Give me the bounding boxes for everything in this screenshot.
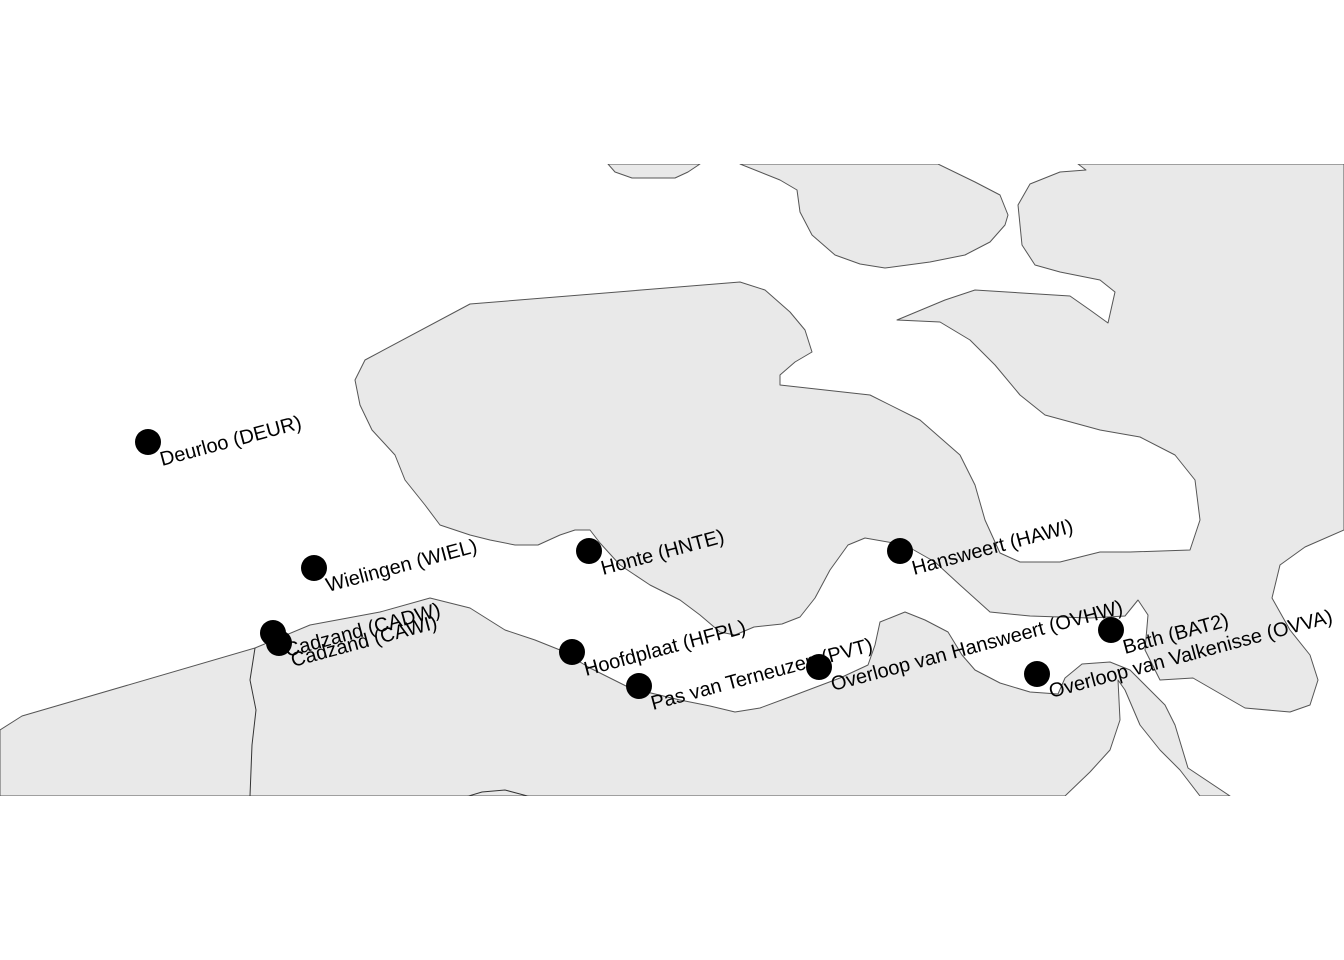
station-marker-ovhw[interactable] (806, 654, 832, 680)
station-marker-hfpl[interactable] (559, 639, 585, 665)
land-north-central (739, 164, 1009, 269)
station-marker-hawi[interactable] (887, 538, 913, 564)
station-label-wiel: Wielingen (WIEL) (324, 535, 480, 597)
station-marker-deur[interactable] (135, 429, 161, 455)
station-label-deur: Deurloo (DEUR) (158, 412, 304, 471)
map-panel (0, 164, 1344, 796)
station-marker-bat2[interactable] (1098, 617, 1124, 643)
station-marker-ovva[interactable] (1024, 661, 1050, 687)
station-marker-pvt[interactable] (626, 673, 652, 699)
station-marker-hnte[interactable] (576, 538, 602, 564)
land-walcheren (354, 164, 1344, 713)
land-zeeuws-vlaanderen (0, 597, 1231, 796)
station-marker-cawi[interactable] (266, 630, 292, 656)
station-marker-wiel[interactable] (301, 555, 327, 581)
land-north-beveland (607, 164, 701, 179)
station-label-hfpl: Hoofdplaat (HFPL) (582, 616, 749, 680)
border-line (249, 647, 257, 796)
border-line-bottom (466, 789, 530, 796)
